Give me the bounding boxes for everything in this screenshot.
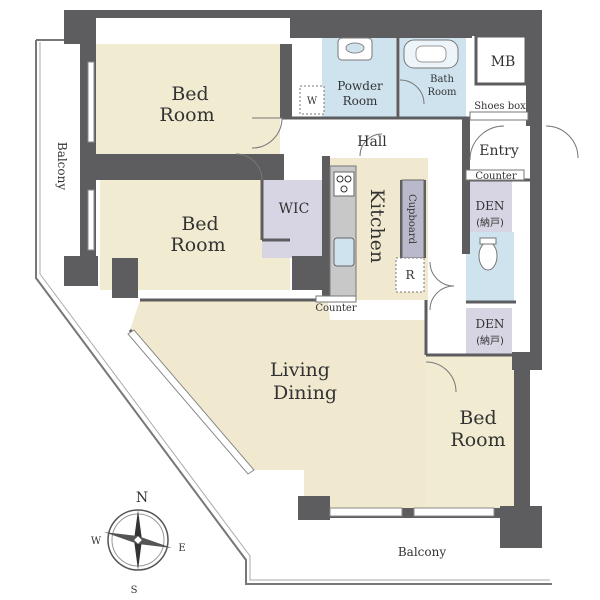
shoes-box-cabinet: [469, 111, 529, 121]
burner-3-icon: [340, 185, 348, 193]
south-balcony-label: Balcony: [398, 545, 446, 559]
west-balcony-outline: [35, 40, 552, 585]
bedroom-3-label-2: Room: [450, 429, 505, 451]
wic-floor: [262, 180, 324, 258]
washer-space: [299, 85, 325, 115]
compass-east-label: E: [178, 543, 185, 554]
entry-counter-label: Counter: [475, 171, 516, 182]
powder-room-label-2: Room: [343, 94, 378, 108]
bath-room-label: Bath: [430, 74, 454, 85]
windows: [87, 61, 495, 517]
living-dining-floor: [130, 300, 426, 510]
den-2-label-2: (納戸): [476, 334, 504, 347]
burner-1-icon: [336, 175, 344, 183]
compass-south-label: S: [131, 585, 138, 596]
kitchen-counter-top: [315, 295, 357, 303]
den-1-label-2: (納戸): [476, 216, 504, 229]
bedroom-3-floor: [426, 355, 518, 512]
washer-label: W: [307, 96, 318, 107]
bedroom-3-label: Bed: [459, 407, 496, 429]
west-balcony-inner-line: [39, 42, 550, 581]
kitchen-sink: [333, 237, 355, 267]
bath-room-label-2: Room: [427, 87, 457, 98]
compass-needle-east: [138, 536, 172, 548]
bedroom-2-label: Bed: [181, 213, 218, 235]
compass-needle-south: [134, 540, 142, 570]
bath-basin: [415, 45, 447, 63]
compass: N S E W: [91, 490, 186, 596]
bedroom-1-label-2: Room: [159, 104, 214, 126]
fridge-space: [395, 257, 425, 293]
compass-needle-west: [104, 532, 138, 544]
entry-counter: [465, 169, 525, 181]
compass-west-label: W: [91, 536, 102, 547]
bedroom-1-floor: [96, 44, 280, 154]
kitchen-label: Kitchen: [366, 189, 388, 263]
stove: [333, 171, 355, 197]
toilet-icon: [478, 241, 498, 271]
powder-room-label: Powder: [337, 79, 383, 93]
burner-2-icon: [344, 175, 352, 183]
mb-label: MB: [491, 54, 516, 70]
hall-floor: [282, 118, 470, 158]
shoes-box-label: Shoes box: [474, 101, 526, 112]
bedroom-2-label-2: Room: [170, 234, 225, 256]
west-balcony-label: Balcony: [55, 142, 69, 190]
den-2-label: DEN: [476, 317, 505, 331]
living-dining-label-2: Dining: [273, 382, 337, 404]
compass-north-label: N: [136, 490, 148, 506]
powder-basin: [345, 42, 365, 54]
hall-label: Hall: [357, 134, 387, 150]
den-1-label: DEN: [476, 199, 505, 213]
cupboard-label: Cupboard: [406, 194, 417, 245]
kitchen-counter-label: Counter: [315, 303, 356, 314]
compass-needle-north: [134, 510, 142, 540]
toilet-tank: [479, 237, 497, 245]
fridge-label: R: [405, 268, 415, 282]
mb-box: [474, 34, 528, 86]
wic-label: WIC: [279, 201, 310, 217]
door-swings: [235, 79, 579, 393]
den-2-floor: [466, 308, 512, 354]
bedroom-1-label: Bed: [171, 83, 208, 105]
entry-label: Entry: [479, 143, 519, 159]
living-dining-label: Living: [270, 359, 330, 381]
